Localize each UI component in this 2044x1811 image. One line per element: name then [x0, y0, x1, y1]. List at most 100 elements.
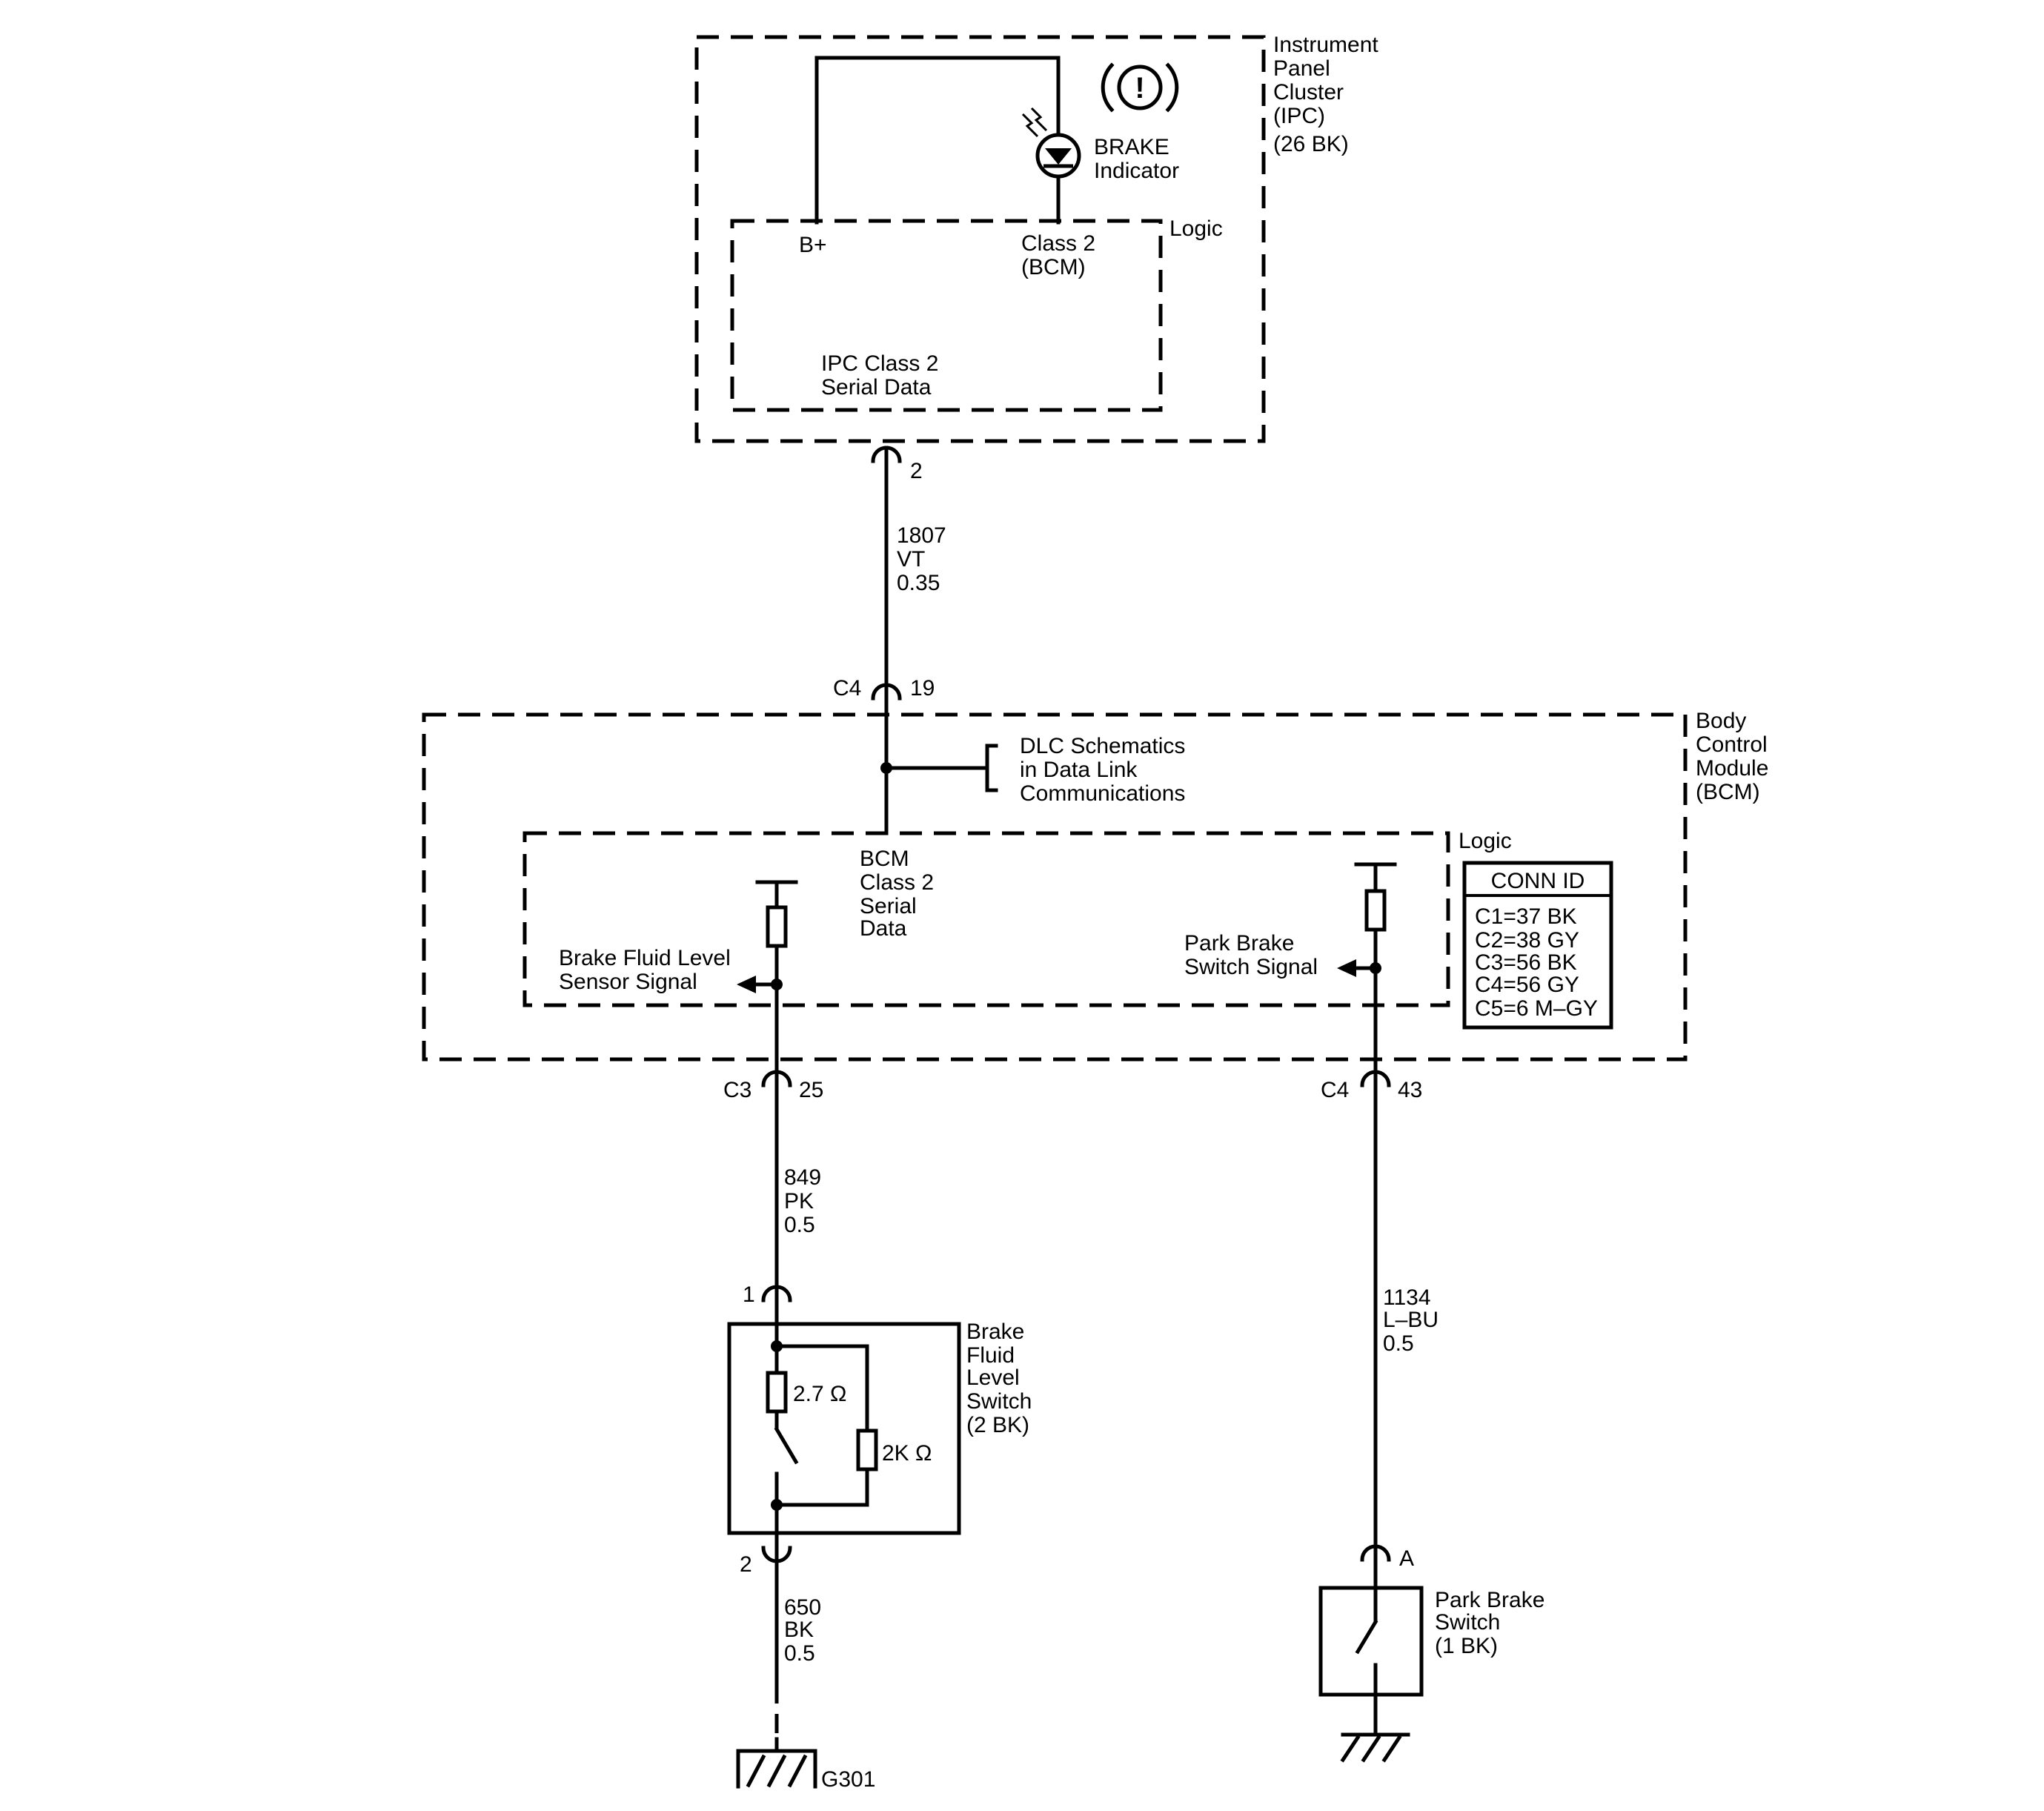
- svg-text:Brake: Brake: [966, 1320, 1024, 1344]
- svg-text:0.5: 0.5: [784, 1641, 815, 1666]
- bcm-logic-boundary: [522, 831, 1450, 1007]
- brake-indicator-lamp: [1021, 107, 1081, 179]
- svg-text:Serial Data: Serial Data: [821, 375, 932, 400]
- conn-id-row: C4=56 GY: [1475, 973, 1579, 997]
- park-switch-pin-a-connector: [1360, 1544, 1391, 1562]
- bfl-signal-label: Brake Fluid Level Sensor Signal: [559, 946, 731, 994]
- bcm-module-boundary: [422, 712, 1688, 1062]
- park-switch-pin-a-label: A: [1399, 1546, 1414, 1571]
- bcm-name-label: Body Control Module (BCM): [1696, 709, 1768, 804]
- ipc-bplus-label: B+: [799, 233, 827, 257]
- conn-id-row: C3=56 BK: [1475, 950, 1577, 975]
- svg-text:DLC Schematics: DLC Schematics: [1020, 734, 1185, 758]
- svg-text:Communications: Communications: [1020, 781, 1185, 806]
- wire-849-label: 849 PK 0.5: [784, 1165, 821, 1237]
- conn-id-row: C2=38 GY: [1475, 928, 1579, 953]
- wire-1807-label: 1807 VT 0.35: [897, 523, 946, 595]
- svg-text:0.35: 0.35: [897, 571, 940, 595]
- svg-text:Module: Module: [1696, 756, 1768, 781]
- conn-id-table: CONN ID C1=37 BK C2=38 GY C3=56 BK C4=56…: [1462, 861, 1613, 1030]
- park-switch-body: [1318, 1586, 1424, 1697]
- svg-text:BCM: BCM: [860, 847, 909, 871]
- svg-text:BK: BK: [784, 1618, 814, 1642]
- svg-text:Data: Data: [860, 916, 907, 941]
- bfl-switch-pin1-label: 1: [743, 1282, 755, 1307]
- bcm-serial-label: BCM Class 2 Serial Data: [860, 847, 934, 941]
- bcm-c4-19-conn-label: C4: [833, 676, 861, 701]
- dlc-bracket: [985, 744, 998, 792]
- bfl-switch-body: [727, 1322, 961, 1535]
- svg-text:(2 BK): (2 BK): [966, 1413, 1029, 1437]
- park-switch-contact: [1355, 1557, 1378, 1737]
- dlc-reference-label: DLC Schematics in Data Link Communicatio…: [1020, 734, 1185, 806]
- ipc-logic-boundary: [730, 219, 1163, 412]
- bcm-logic-label: Logic: [1459, 829, 1512, 853]
- svg-text:(1 BK): (1 BK): [1435, 1634, 1498, 1658]
- wire-650-label: 650 BK 0.5: [784, 1595, 821, 1666]
- svg-text:1134: 1134: [1383, 1285, 1431, 1310]
- g301-ground-label: G301: [821, 1767, 875, 1792]
- svg-text:Fluid: Fluid: [966, 1343, 1015, 1368]
- ipc-indicator-label: BRAKE Indicator: [1094, 135, 1179, 183]
- ipc-name-label: Instrument Panel Cluster (IPC) (26 BK): [1273, 33, 1378, 156]
- bfl-signal-arrow-icon: [737, 976, 756, 993]
- bfl-pullup-resistor: [755, 880, 798, 987]
- svg-text:(BCM): (BCM): [1696, 780, 1760, 804]
- svg-text:Level: Level: [966, 1365, 1020, 1390]
- svg-text:Instrument: Instrument: [1273, 33, 1378, 57]
- svg-text:L–BU: L–BU: [1383, 1308, 1439, 1332]
- svg-text:IPC Class 2: IPC Class 2: [821, 351, 938, 376]
- svg-text:Sensor Signal: Sensor Signal: [559, 970, 697, 994]
- svg-text:Indicator: Indicator: [1094, 159, 1179, 183]
- svg-text:1807: 1807: [897, 523, 946, 548]
- svg-text:Park Brake: Park Brake: [1184, 931, 1294, 956]
- conn-id-title: CONN ID: [1491, 869, 1585, 893]
- svg-text:Brake Fluid Level: Brake Fluid Level: [559, 946, 731, 970]
- wire-1134-label: 1134 L–BU 0.5: [1383, 1285, 1439, 1356]
- svg-text:650: 650: [784, 1595, 821, 1620]
- park-switch-name-label: Park Brake Switch (1 BK): [1435, 1588, 1544, 1658]
- bcm-c4-43-conn-label: C4: [1321, 1078, 1349, 1102]
- svg-text:BRAKE: BRAKE: [1094, 135, 1169, 159]
- svg-text:!: !: [1135, 72, 1144, 105]
- svg-text:(BCM): (BCM): [1021, 255, 1086, 279]
- svg-text:Park Brake: Park Brake: [1435, 1588, 1544, 1612]
- bcm-c4-43-pin-label: 43: [1398, 1078, 1422, 1102]
- svg-text:Panel: Panel: [1273, 56, 1330, 81]
- svg-text:in Data Link: in Data Link: [1020, 758, 1138, 782]
- svg-text:PK: PK: [784, 1189, 814, 1214]
- pb-signal-label: Park Brake Switch Signal: [1184, 931, 1318, 979]
- ipc-class2-label: Class 2 (BCM): [1021, 231, 1095, 279]
- ipc-module-boundary: [694, 35, 1266, 443]
- bfl-switch-name-label: Brake Fluid Level Switch (2 BK): [966, 1320, 1032, 1437]
- bfl-switch-pin2-label: 2: [740, 1552, 752, 1577]
- bfl-resistor-27-label: 2.7 Ω: [793, 1382, 846, 1406]
- svg-text:Class 2: Class 2: [1021, 231, 1095, 256]
- conn-id-row: C5=6 M–GY: [1475, 996, 1598, 1021]
- svg-text:Switch: Switch: [966, 1389, 1032, 1414]
- svg-text:Switch Signal: Switch Signal: [1184, 955, 1318, 979]
- svg-text:(IPC): (IPC): [1273, 104, 1325, 128]
- bfl-resistor-2k-label: 2K Ω: [882, 1441, 932, 1466]
- svg-text:VT: VT: [897, 547, 925, 572]
- park-switch-ground-icon: [1340, 1732, 1410, 1763]
- svg-text:0.5: 0.5: [1383, 1331, 1414, 1356]
- brake-warning-symbol-icon: !: [1101, 62, 1179, 113]
- ipc-serial-label: IPC Class 2 Serial Data: [821, 351, 938, 400]
- svg-text:Switch: Switch: [1435, 1610, 1500, 1635]
- bfl-switch-pin1-connector: [761, 1285, 792, 1302]
- bcm-c3-25-conn-label: C3: [723, 1078, 751, 1102]
- svg-text:Class 2: Class 2: [860, 870, 934, 895]
- svg-text:0.5: 0.5: [784, 1213, 815, 1237]
- svg-text:Control: Control: [1696, 732, 1768, 757]
- bfl-switch-internal-circuit: [766, 1298, 878, 1563]
- svg-text:Cluster: Cluster: [1273, 80, 1344, 105]
- bcm-c3-25-pin-label: 25: [799, 1078, 823, 1102]
- bcm-c4-19-connector: [871, 683, 902, 701]
- bcm-c4-19-pin-label: 19: [910, 676, 935, 701]
- ipc-pin2-label: 2: [910, 459, 923, 483]
- conn-id-row: C1=37 BK: [1475, 904, 1577, 929]
- ipc-bplus-wire: [814, 56, 1061, 225]
- svg-text:849: 849: [784, 1165, 821, 1190]
